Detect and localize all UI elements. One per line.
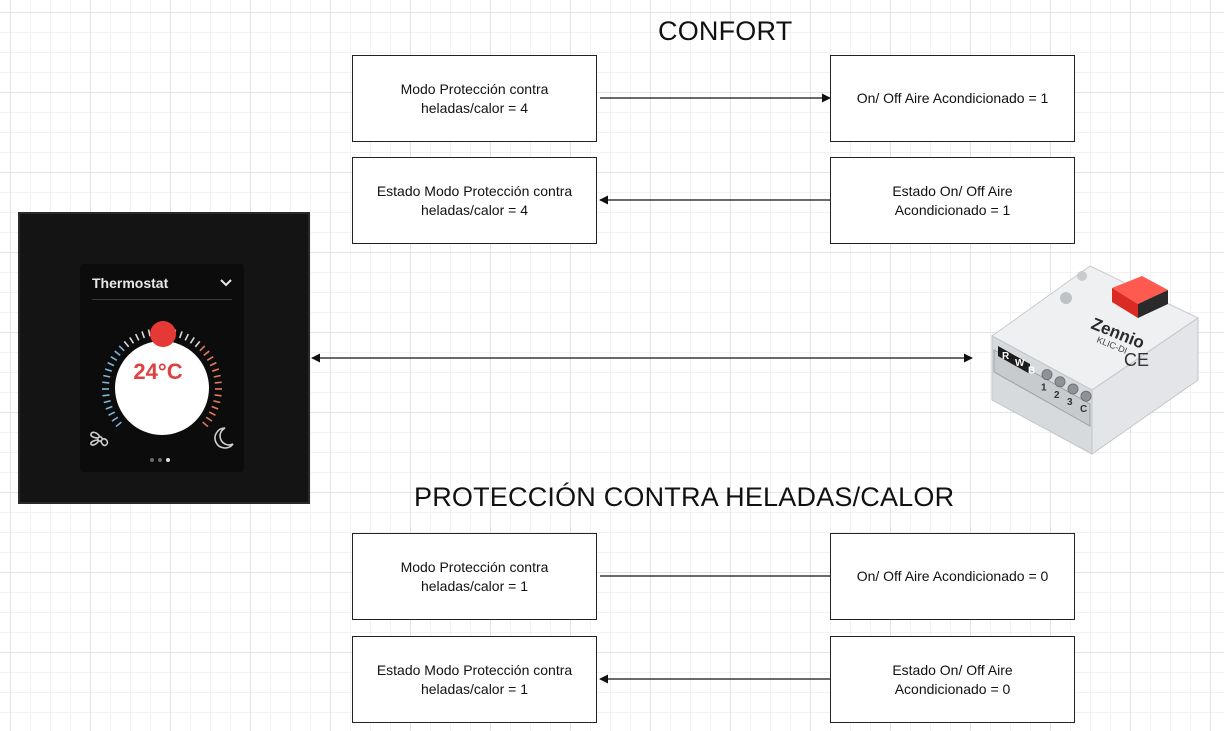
dial-tick <box>202 421 209 428</box>
box-proteccion-modo: Modo Protección contra heladas/calor = 1 <box>352 533 597 620</box>
dial-face <box>115 341 209 435</box>
box-label: Estado Modo Protección contra heladas/ca… <box>376 661 573 697</box>
terminal-screws <box>1041 369 1092 402</box>
device-button <box>1060 292 1072 304</box>
dial-tick <box>114 350 121 357</box>
dial-tick <box>178 331 183 339</box>
dial-tick <box>189 336 195 344</box>
box-label: On/ Off Aire Acondicionado = 0 <box>856 568 1049 584</box>
dial-tick <box>103 400 111 404</box>
dial-tick <box>199 345 206 352</box>
box-confort-modo: Modo Protección contra heladas/calor = 4 <box>352 55 597 142</box>
dial-tick <box>134 333 140 341</box>
page-dot <box>150 458 154 462</box>
box-label: On/ Off Aire Acondicionado = 1 <box>856 90 1049 106</box>
terminal-screw <box>1067 383 1079 395</box>
page-dot <box>166 458 170 462</box>
dial-tick <box>104 368 112 372</box>
dial-tick <box>107 361 115 367</box>
box-label: Estado On/ Off Aire Acondicionado = 1 <box>892 182 1013 218</box>
dial-tick <box>208 411 216 416</box>
device-side <box>1091 317 1199 455</box>
box-label: Modo Protección contra heladas/calor = 4 <box>400 80 549 116</box>
thermostat-panel: Thermostat 24°C <box>18 212 310 504</box>
ce-mark: CE <box>1124 350 1149 370</box>
terminal-label: B <box>1028 365 1035 376</box>
confort-title: CONFORT <box>658 16 793 46</box>
box-proteccion-estado-onoff: Estado On/ Off Aire Acondicionado = 0 <box>830 636 1075 723</box>
dial-tick <box>123 340 130 348</box>
dial-tick <box>141 331 146 339</box>
terminal-label-band <box>998 346 1030 374</box>
dial-tick <box>111 416 119 422</box>
box-confort-estado-onoff: Estado On/ Off Aire Acondicionado = 1 <box>830 157 1075 244</box>
dial-tick <box>115 421 122 428</box>
page-indicator <box>150 458 170 462</box>
dial-tick <box>214 394 222 397</box>
thermostat-title: Thermostat <box>92 275 169 291</box>
box-label: Modo Protección contra heladas/calor = 1 <box>400 558 549 594</box>
fan-icon <box>90 431 109 447</box>
dial-tick <box>212 368 220 372</box>
box-confort-onoff: On/ Off Aire Acondicionado = 1 <box>830 55 1075 142</box>
terminal-label: 3 <box>1067 397 1073 408</box>
terminal-screw <box>1080 390 1092 402</box>
terminal-label: R <box>1002 351 1010 362</box>
setpoint-knob <box>150 321 176 347</box>
dial-tick <box>118 345 125 352</box>
dial-tick <box>213 374 221 378</box>
temperature-dial <box>101 321 223 435</box>
box-label: Estado On/ Off Aire Acondicionado = 0 <box>892 661 1013 697</box>
terminal-screw <box>1041 369 1053 381</box>
thermostat-screen: Thermostat 24°C <box>80 264 244 472</box>
dial-tick <box>203 350 210 357</box>
dial-tick <box>129 336 135 344</box>
box-proteccion-onoff: On/ Off Aire Acondicionado = 0 <box>830 533 1075 620</box>
box-proteccion-estado-modo: Estado Modo Protección contra heladas/ca… <box>352 636 597 723</box>
dial-tick <box>103 374 111 378</box>
terminal-label: C <box>1080 404 1087 415</box>
terminal-label: 1 <box>1041 383 1047 394</box>
dial-tick <box>184 333 190 341</box>
terminal-screw <box>1054 376 1066 388</box>
chevron-down-icon <box>220 279 232 287</box>
dial-tick <box>147 329 151 337</box>
thermostat-header: Thermostat <box>92 275 232 291</box>
device-led <box>1077 271 1087 281</box>
box-label: Estado Modo Protección contra heladas/ca… <box>376 182 573 218</box>
dial-tick <box>206 355 214 361</box>
page-dot <box>158 458 162 462</box>
device-red-connector-face <box>1112 288 1138 318</box>
terminal-label: 2 <box>1054 390 1060 401</box>
dial-tick <box>102 381 110 384</box>
moon-icon <box>214 427 234 449</box>
dial-ticks <box>101 328 223 428</box>
dial-tick <box>211 405 219 410</box>
dial-tick <box>108 411 116 416</box>
dial-tick <box>102 394 110 397</box>
dial-tick <box>214 381 222 384</box>
temperature-value: 24°C <box>133 359 183 384</box>
header-divider <box>92 299 232 300</box>
box-confort-estado-modo: Estado Modo Protección contra heladas/ca… <box>352 157 597 244</box>
dial-tick <box>209 361 217 367</box>
dial-tick <box>194 340 201 348</box>
dial-tick <box>110 355 118 361</box>
device-red-connector <box>1112 276 1168 304</box>
dial-tick <box>105 405 113 410</box>
device-black-connector <box>1138 290 1168 318</box>
proteccion-title: PROTECCIÓN CONTRA HELADAS/CALOR <box>414 482 955 512</box>
dial-tick <box>213 400 221 404</box>
dial-tick <box>205 416 213 422</box>
terminal-label: W <box>1015 358 1025 369</box>
